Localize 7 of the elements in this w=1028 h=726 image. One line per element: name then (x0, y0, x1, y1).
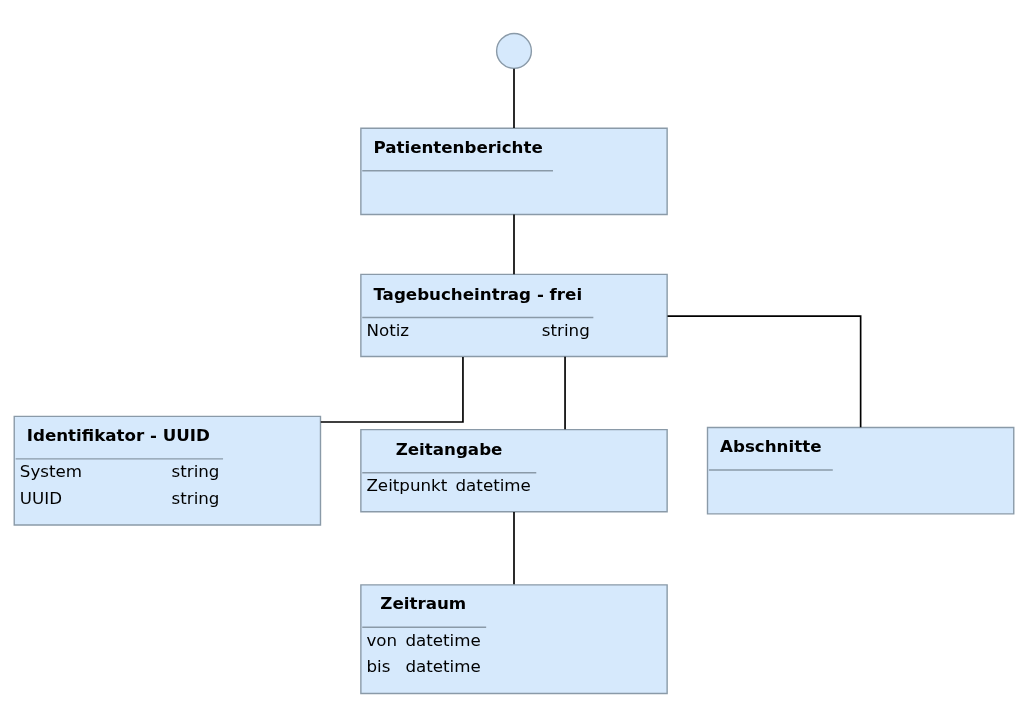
connector (666, 314, 862, 428)
connector (513, 510, 515, 585)
connector (513, 67, 515, 129)
connector (513, 213, 515, 275)
connector (564, 355, 566, 430)
connector (319, 355, 464, 423)
node-circle (495, 32, 533, 69)
